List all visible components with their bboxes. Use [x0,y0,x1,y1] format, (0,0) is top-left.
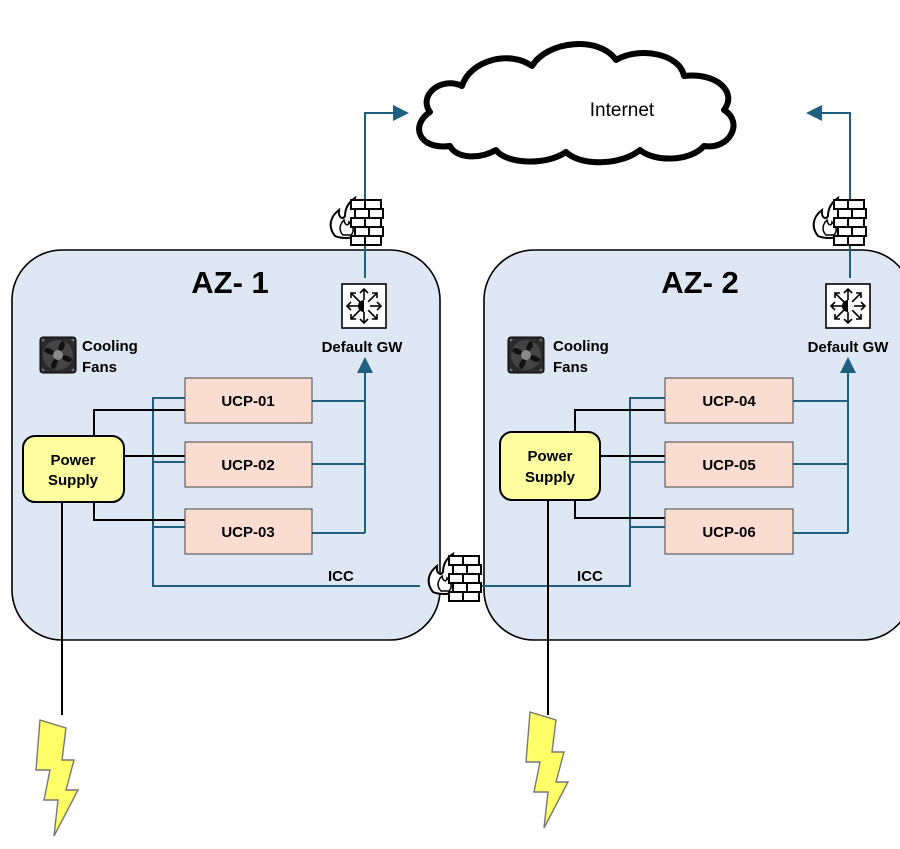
ucp-node-label: UCP-01 [221,393,274,410]
ucp-node-label: UCP-02 [221,457,274,474]
ucp-node-label: UCP-05 [702,457,755,474]
az1-power-label-2: Supply [48,472,99,489]
az1-power-label-1: Power [50,452,95,469]
ucp-node [184,441,313,488]
az2-icc-line [480,397,665,587]
az1-icc-label: ICC [328,568,354,585]
ucp-node-label: UCP-03 [221,524,274,541]
az1-power-line [93,409,185,440]
az1-power-supply [22,435,125,503]
ucp-node [184,508,313,555]
az2-title: AZ- 2 [661,265,739,300]
az2-cooling-label-2: Fans [553,359,588,376]
ucp-node [184,377,313,424]
az2-icc-label: ICC [577,568,603,585]
internet-label: Internet [590,100,655,121]
az1-title: AZ- 1 [191,265,269,300]
az2-cooling-label-1: Cooling [553,338,609,355]
firewall-icon [812,197,867,246]
lightning-icon [525,711,569,829]
router-icon [341,283,387,329]
az1-cooling-label-2: Fans [82,359,117,376]
router-icon [825,283,871,329]
ucp-node [664,508,794,555]
az2-power-label-1: Power [527,448,572,465]
firewall-icon [329,197,384,246]
az2-power-line [574,500,665,519]
cooling-fan-icon [39,336,77,374]
ucp-node-label: UCP-06 [702,524,755,541]
az2-gateway-label: Default GW [808,339,890,356]
internet-cloud: Internet [416,41,737,166]
az2-power-supply [499,431,601,501]
lightning-icon [35,719,79,837]
ucp-node [664,441,794,488]
az1-power-line [93,502,185,521]
az1-cooling-label-1: Cooling [82,338,138,355]
az1-icc-line [152,397,420,587]
cloud-icon [416,41,737,166]
az1-gateway-label: Default GW [322,339,404,356]
ucp-node-label: UCP-04 [702,393,756,410]
cooling-fan-icon [507,336,545,374]
ucp-node [664,377,794,424]
az2-power-label-2: Supply [525,469,576,486]
az2-power-line [574,409,665,436]
